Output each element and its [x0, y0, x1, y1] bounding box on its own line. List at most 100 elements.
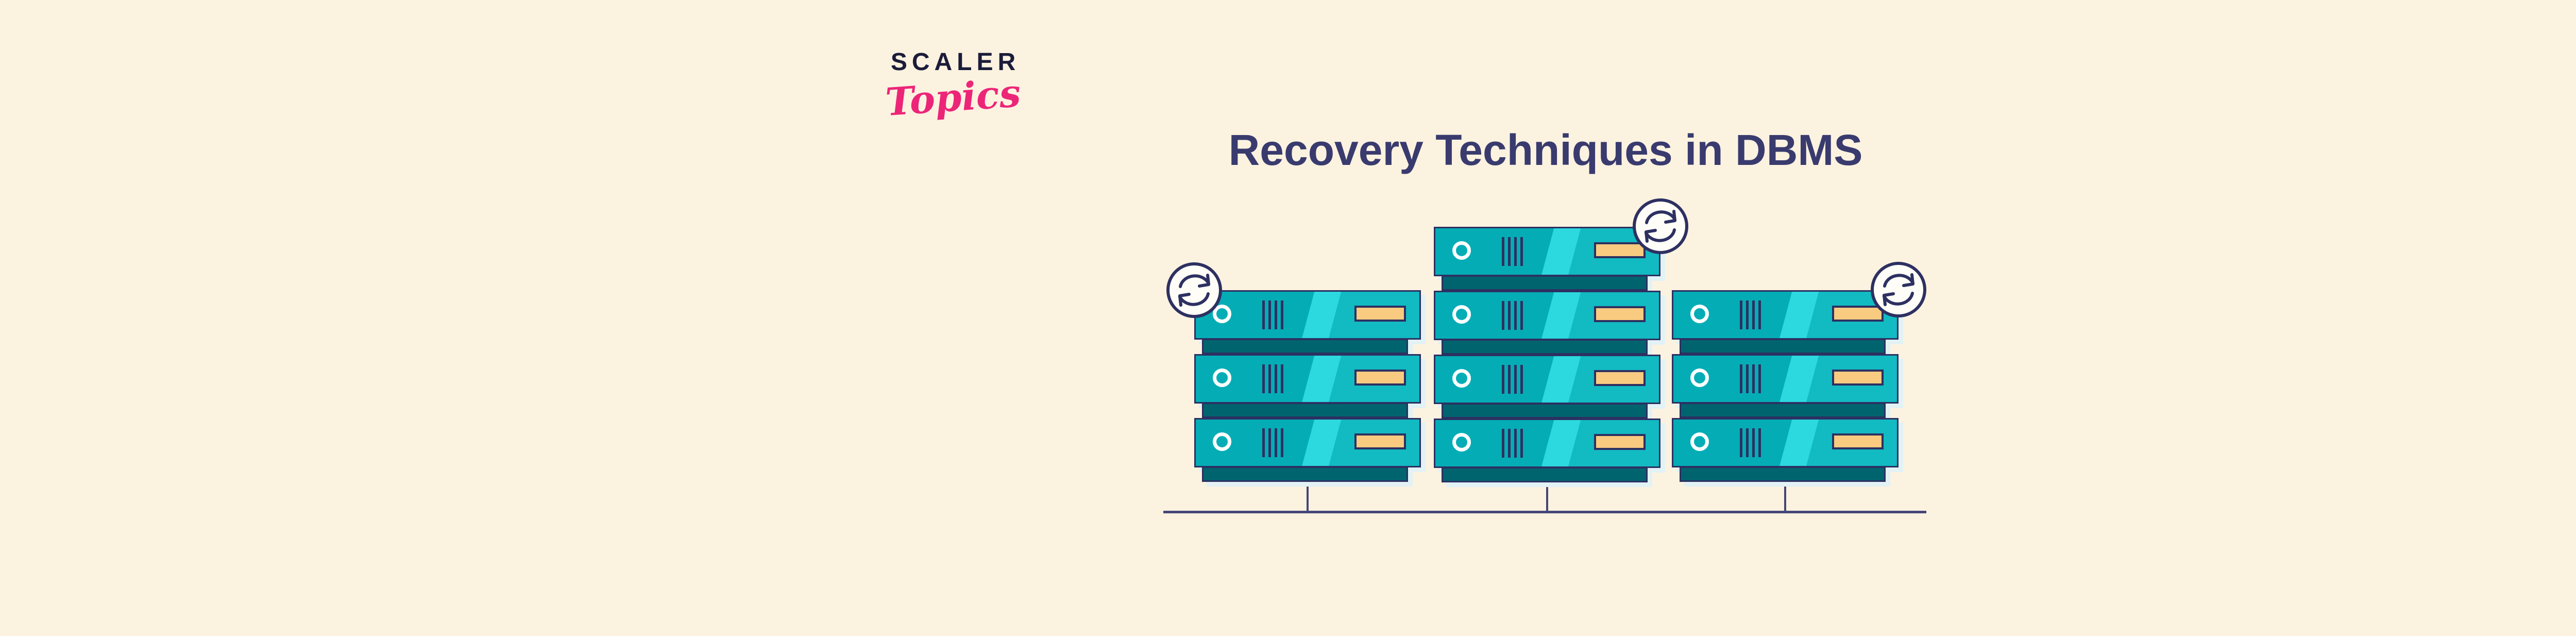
- drive-panel: [1594, 306, 1646, 322]
- vent-slit-icon: [1268, 364, 1271, 393]
- power-ring-icon: [1690, 432, 1709, 451]
- server-unit: [1434, 419, 1660, 468]
- rack-spacer: [1202, 339, 1408, 354]
- stack-body: [1672, 290, 1899, 483]
- vent-slit-icon: [1520, 301, 1523, 330]
- logo-wordmark-scaler: SCALER: [890, 48, 1021, 76]
- drive-panel: [1594, 434, 1646, 450]
- vent-slit-icon: [1502, 301, 1504, 330]
- vent-slit-icon: [1281, 364, 1283, 393]
- power-ring-icon: [1213, 369, 1231, 387]
- drive-panel: [1594, 242, 1646, 258]
- power-ring-icon: [1452, 241, 1471, 260]
- vent-slit-icon: [1514, 237, 1517, 266]
- rack-spacer: [1442, 275, 1648, 291]
- power-ring-icon: [1452, 433, 1471, 451]
- vent-slit-icon: [1740, 364, 1742, 393]
- server-unit: [1434, 227, 1660, 276]
- server-unit: [1672, 354, 1899, 404]
- sync-icon-bubble: [1633, 198, 1688, 254]
- stack-body: [1194, 290, 1421, 483]
- power-ring-icon: [1213, 432, 1231, 451]
- vent-slit-icon: [1520, 365, 1523, 394]
- power-ring-icon: [1452, 369, 1471, 388]
- vent-slit-icon: [1262, 428, 1265, 457]
- rack-spacer: [1680, 403, 1886, 418]
- vent-slit-icon: [1275, 300, 1277, 329]
- vent-slit-icon: [1508, 365, 1511, 394]
- vent-slit-icon: [1746, 300, 1749, 329]
- vent-slit-icon: [1262, 300, 1265, 329]
- vent-slit-icon: [1281, 428, 1283, 457]
- network-connector-line: [1784, 479, 1786, 511]
- sync-refresh-icon: [1869, 260, 1928, 319]
- vent-slit-icon: [1758, 364, 1761, 393]
- vent-slit-icon: [1502, 237, 1504, 266]
- sync-icon-bubble: [1166, 262, 1222, 318]
- server-stack-middle: [1434, 198, 1688, 484]
- vent-slit-icon: [1514, 301, 1517, 330]
- vent-slit-icon: [1746, 428, 1749, 457]
- vent-slit-icon: [1275, 428, 1277, 457]
- power-ring-icon: [1452, 305, 1471, 324]
- sync-refresh-icon: [1631, 197, 1690, 256]
- rack-spacer: [1442, 339, 1648, 355]
- drive-panel: [1832, 306, 1884, 322]
- drive-panel: [1354, 370, 1406, 386]
- server-stack-right: [1672, 262, 1926, 483]
- vent-slit-icon: [1746, 364, 1749, 393]
- vent-slit-icon: [1520, 429, 1523, 458]
- vent-slit-icon: [1508, 429, 1511, 458]
- network-connector-line: [1307, 479, 1309, 511]
- rack-spacer: [1680, 339, 1886, 354]
- vent-slit-icon: [1752, 364, 1755, 393]
- server-unit: [1194, 354, 1421, 404]
- sync-refresh-icon: [1165, 261, 1224, 320]
- drive-panel: [1594, 370, 1646, 386]
- vent-slit-icon: [1758, 300, 1761, 329]
- power-ring-icon: [1213, 305, 1231, 323]
- server-unit: [1672, 290, 1899, 340]
- rack-spacer: [1202, 403, 1408, 418]
- drive-panel: [1354, 433, 1406, 449]
- power-ring-icon: [1690, 369, 1709, 387]
- rack-spacer: [1680, 466, 1886, 482]
- vent-slit-icon: [1758, 428, 1761, 457]
- vent-slit-icon: [1740, 428, 1742, 457]
- rack-spacer: [1442, 403, 1648, 419]
- rack-spacer: [1202, 466, 1408, 482]
- server-unit: [1434, 291, 1660, 340]
- server-unit: [1434, 355, 1660, 404]
- vent-slit-icon: [1268, 428, 1271, 457]
- server-unit: [1194, 418, 1421, 467]
- scaler-topics-logo: SCALER Topics: [876, 50, 1030, 125]
- sync-icon-bubble: [1871, 262, 1926, 317]
- drive-panel: [1832, 370, 1884, 386]
- drive-panel: [1832, 433, 1884, 449]
- vent-slit-icon: [1514, 365, 1517, 394]
- vent-slit-icon: [1502, 365, 1504, 394]
- vent-slit-icon: [1514, 429, 1517, 458]
- vent-slit-icon: [1508, 301, 1511, 330]
- vent-slit-icon: [1268, 300, 1271, 329]
- vent-slit-icon: [1740, 300, 1742, 329]
- vent-slit-icon: [1275, 364, 1277, 393]
- server-unit: [1194, 290, 1421, 340]
- server-stack-left: [1166, 262, 1421, 483]
- ground-line: [1163, 511, 1926, 513]
- vent-slit-icon: [1281, 300, 1283, 329]
- stack-body: [1434, 227, 1660, 484]
- power-ring-icon: [1690, 305, 1709, 323]
- drive-panel: [1354, 306, 1406, 322]
- vent-slit-icon: [1752, 300, 1755, 329]
- vent-slit-icon: [1520, 237, 1523, 266]
- page-title: Recovery Techniques in DBMS: [1228, 126, 1863, 174]
- rack-spacer: [1442, 467, 1648, 482]
- network-connector-line: [1546, 479, 1548, 511]
- vent-slit-icon: [1508, 237, 1511, 266]
- vent-slit-icon: [1752, 428, 1755, 457]
- server-unit: [1672, 418, 1899, 467]
- vent-slit-icon: [1502, 429, 1504, 458]
